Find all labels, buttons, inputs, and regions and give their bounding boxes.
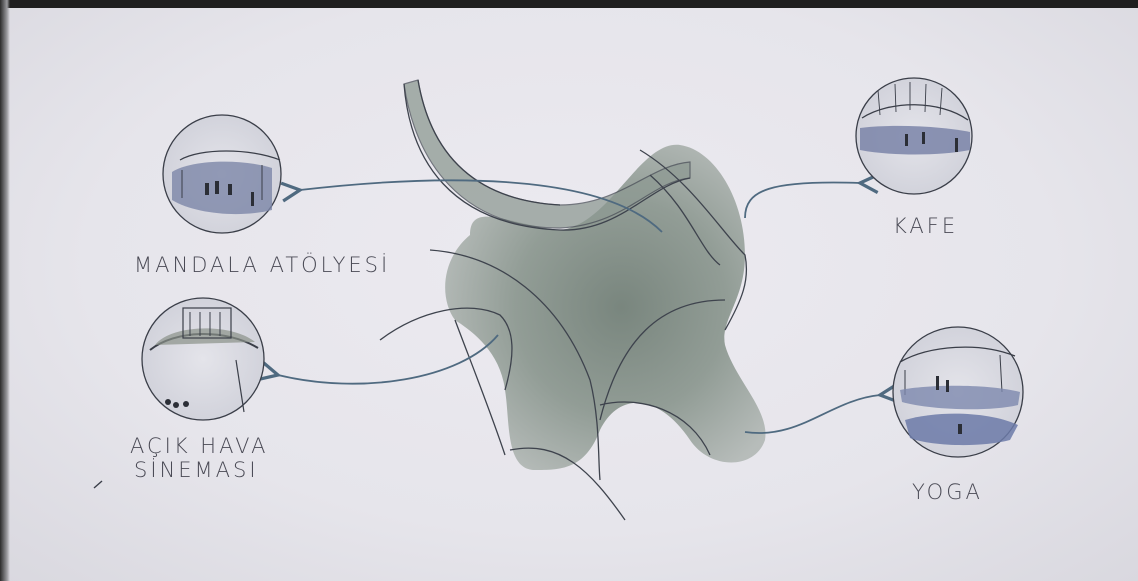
central-plan — [380, 80, 765, 520]
arrow-to-cafe — [745, 182, 860, 218]
arrow-to-cinema — [278, 335, 498, 384]
vignette-yoga — [893, 327, 1023, 457]
label-yoga: YOGA — [912, 480, 983, 504]
vignette-mandala — [163, 115, 281, 233]
label-mandala-atolyesi: MANDALA ATÖLYESİ — [134, 253, 390, 277]
vignette-cinema — [142, 298, 264, 420]
label-acik-hava-line2: SİNEMASI — [134, 458, 259, 482]
vignette-cafe — [856, 78, 972, 194]
arrow-to-yoga — [745, 395, 880, 433]
pencil-mark — [94, 481, 102, 488]
label-acik-hava-line1: AÇIK HAVA — [130, 434, 269, 458]
label-kafe: KAFE — [893, 214, 958, 238]
